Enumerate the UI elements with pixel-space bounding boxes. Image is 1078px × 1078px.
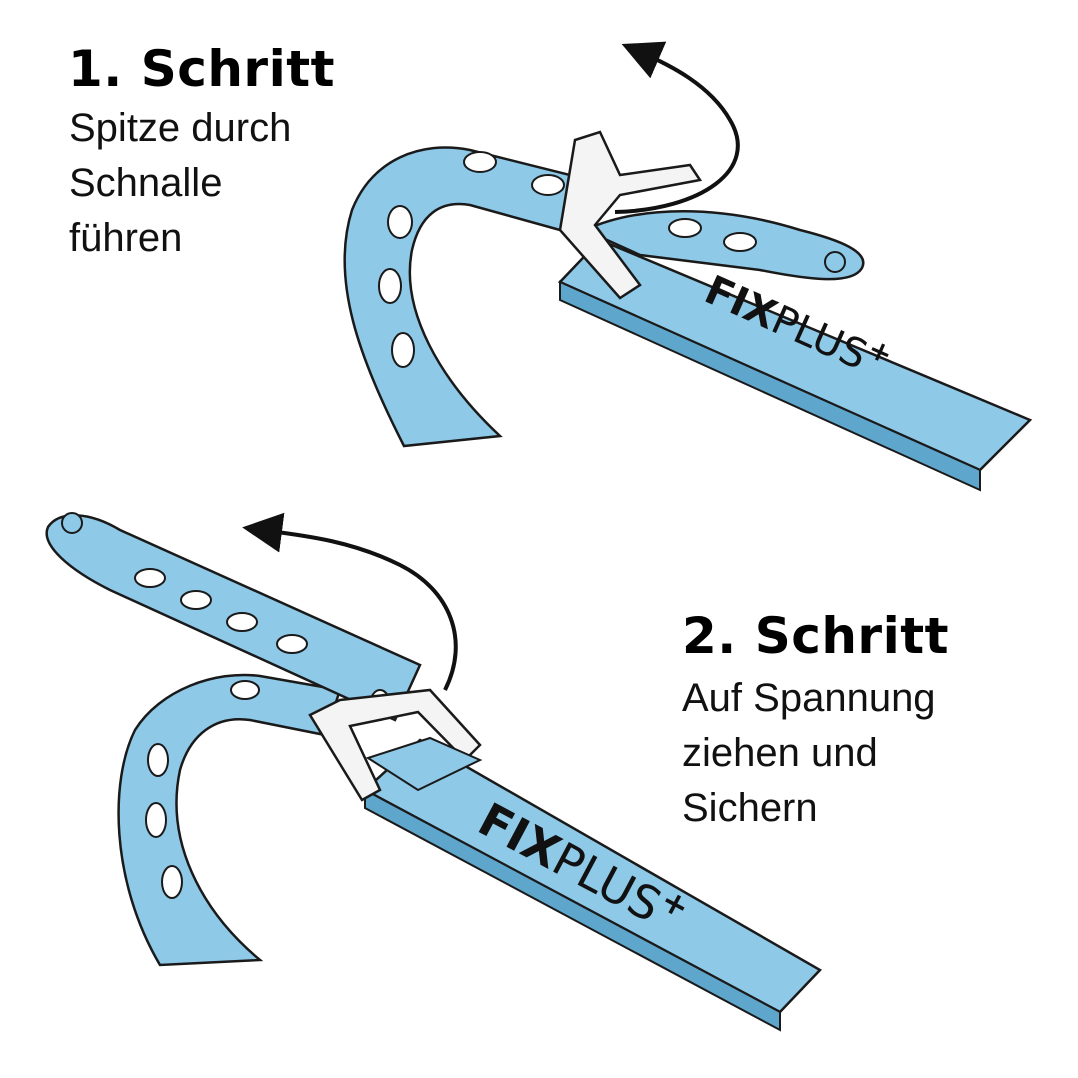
step1-hole (391, 332, 415, 368)
step1-hole (531, 174, 565, 196)
step2-hole (276, 634, 308, 654)
step2-description-line: Sichern (682, 786, 818, 830)
step2-buckle-plate (365, 736, 483, 792)
step2-buckle (308, 688, 482, 802)
step2-strap-edge (364, 788, 781, 1032)
step1-strap-edge (559, 280, 981, 492)
step1-buckle (558, 130, 703, 300)
step2-hole (161, 865, 183, 899)
step1-description-line: führen (69, 216, 183, 260)
step2-hole (134, 568, 166, 588)
step1-hole (463, 151, 497, 173)
step2-strap-illustration: FIXPLUS+ (45, 512, 823, 1032)
step1-tip-screw-icon (824, 251, 846, 273)
step2-description-line: Auf Spannung (682, 676, 936, 720)
step1-description: Spitze durch Schnalle führen (69, 101, 291, 266)
step1-hole (387, 205, 413, 239)
step2-hole (145, 802, 167, 838)
step1-hole (378, 268, 402, 304)
step1-description-line: Schnalle (69, 161, 223, 205)
step1-title: 1. Schritt (68, 40, 336, 98)
step1-hole (668, 218, 702, 238)
step2-arrow (242, 512, 458, 691)
step1-description-line: Spitze durch (69, 106, 292, 150)
step1-hole (723, 232, 757, 252)
step2-hole (147, 743, 169, 777)
step2-description: Auf Spannung ziehen und Sichern (682, 671, 936, 836)
step2-hole (226, 612, 258, 632)
step2-hole (180, 590, 212, 610)
step2-description-line: ziehen und (682, 731, 878, 775)
step1-strap-illustration: FIXPLUS+ (343, 41, 1033, 492)
step1-arrow (614, 41, 740, 214)
step2-title: 2. Schritt (682, 607, 950, 665)
step2-hole (230, 680, 260, 700)
step2-tail-screw-icon (61, 512, 83, 534)
